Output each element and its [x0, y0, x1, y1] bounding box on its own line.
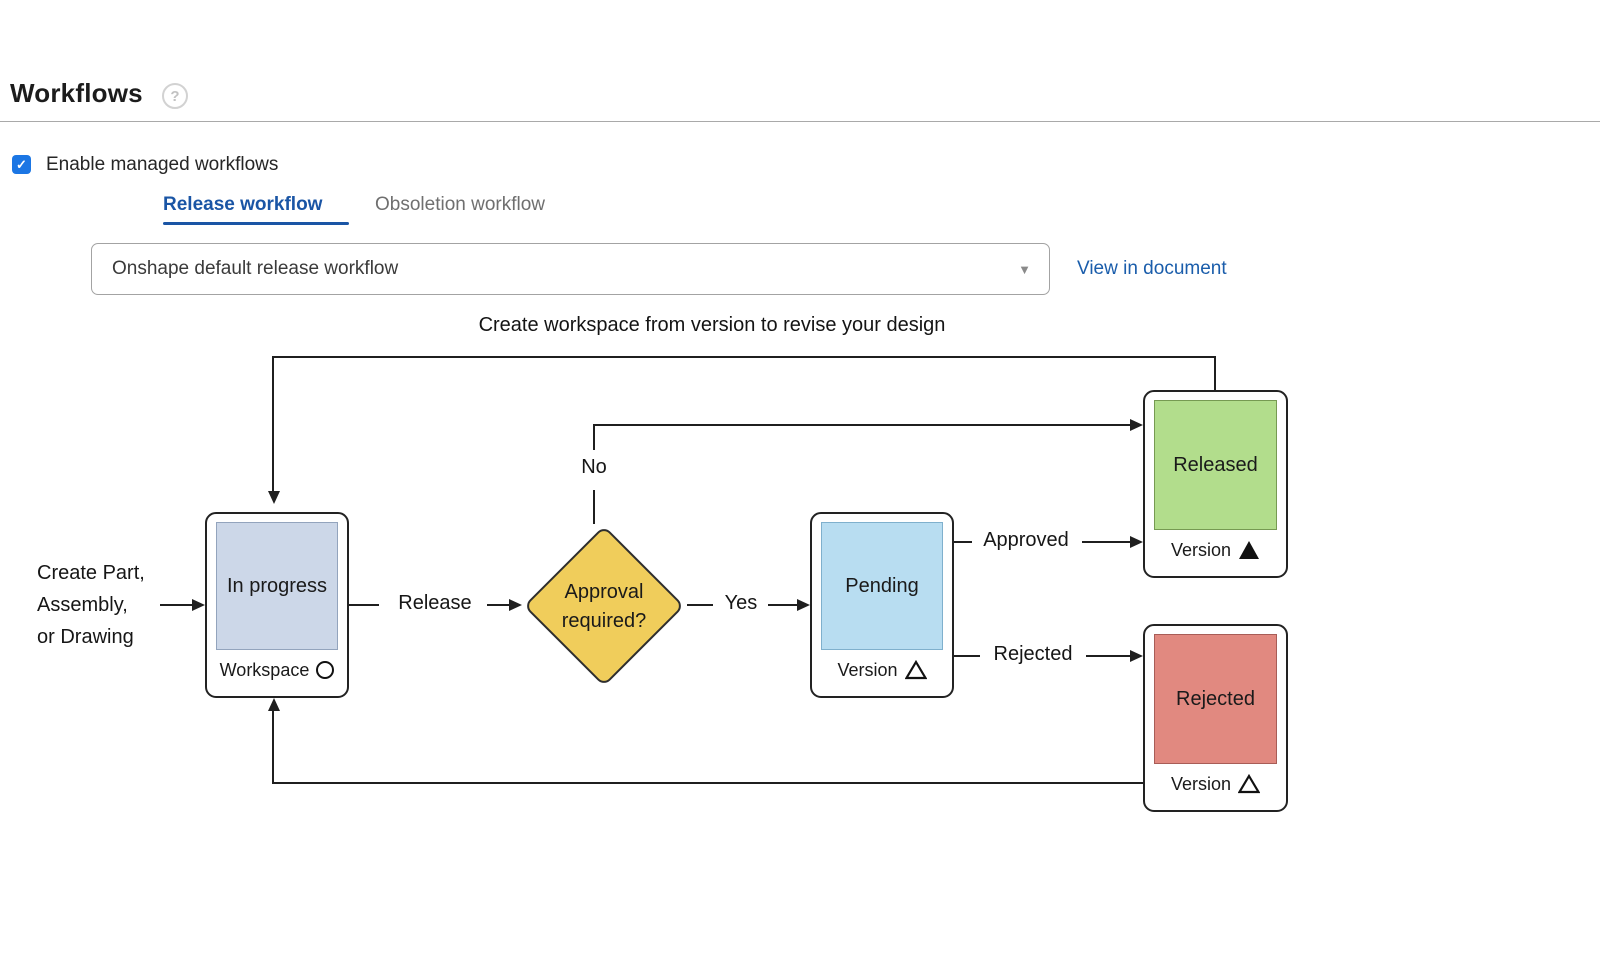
in-progress-footer: Workspace — [216, 650, 338, 690]
arrowhead-into-in-progress-left — [192, 599, 205, 611]
rejected-box: Rejected — [1154, 634, 1277, 764]
workflow-select-value: Onshape default release workflow — [112, 258, 399, 279]
edge-release-label: Release — [398, 592, 472, 614]
released-footer: Version — [1154, 530, 1277, 570]
arrowhead-into-in-progress-bottom — [268, 698, 280, 711]
workspace-label: Workspace — [219, 659, 310, 680]
edge-no-line-upper — [593, 425, 595, 450]
rejected-footer: Version — [1154, 764, 1277, 804]
start-label: Create Part, Assembly, or Drawing — [37, 557, 145, 653]
approval-label-line1: Approval — [564, 581, 644, 603]
version-triangle-outline-icon — [1238, 774, 1261, 794]
approval-label: Approval required? — [514, 578, 694, 636]
version-label: Version — [1170, 539, 1232, 560]
node-in-progress: In progress Workspace — [205, 512, 349, 698]
tab-release-underline — [163, 222, 349, 225]
version-label: Version — [1170, 773, 1232, 794]
edge-rejected-label: Rejected — [993, 643, 1073, 665]
enable-workflows-label[interactable]: Enable managed workflows — [46, 154, 279, 175]
view-in-document-link[interactable]: View in document — [1077, 258, 1227, 279]
edge-release-line2 — [487, 604, 509, 606]
edge-yes-label: Yes — [724, 592, 758, 614]
edge-no-line-horizontal — [593, 424, 1131, 426]
bottom-loop-left-line — [272, 709, 274, 782]
arrowhead-into-rejected — [1130, 650, 1143, 662]
node-released: Released Version — [1143, 390, 1288, 578]
in-progress-box: In progress — [216, 522, 338, 650]
approval-label-line2: required? — [561, 610, 647, 632]
chevron-down-icon: ▼ — [1018, 261, 1031, 277]
tab-obsoletion-workflow[interactable]: Obsoletion workflow — [375, 194, 546, 215]
arrowhead-into-pending — [797, 599, 810, 611]
edge-release-line1 — [349, 604, 379, 606]
workflow-select[interactable]: Onshape default release workflow ▼ — [91, 243, 1050, 295]
top-loop-right-line — [1214, 356, 1216, 390]
pending-box: Pending — [821, 522, 943, 650]
pending-footer: Version — [821, 650, 943, 690]
edge-approved-line2 — [1082, 541, 1130, 543]
version-triangle-outline-icon — [904, 660, 927, 680]
workspace-circle-icon — [316, 661, 335, 679]
version-triangle-filled-icon — [1239, 541, 1260, 559]
arrowhead-into-approval — [509, 599, 522, 611]
edge-no-line-lower — [593, 490, 595, 524]
node-rejected: Rejected Version — [1143, 624, 1288, 812]
start-label-line3: or Drawing — [37, 626, 134, 648]
edge-yes-line2 — [768, 604, 797, 606]
tab-release-workflow[interactable]: Release workflow — [163, 194, 323, 215]
enable-workflows-checkbox[interactable]: ✓ — [12, 155, 31, 174]
top-loop-line — [272, 356, 1216, 358]
node-pending: Pending Version — [810, 512, 954, 698]
edge-rejected-line2 — [1086, 655, 1130, 657]
page-title: Workflows — [10, 78, 143, 108]
start-arrow-line — [160, 604, 192, 606]
edge-approved-label: Approved — [983, 529, 1069, 551]
top-loop-left-line — [272, 356, 274, 491]
edge-rejected-line1 — [954, 655, 980, 657]
arrowhead-into-in-progress-top — [268, 491, 280, 504]
released-box: Released — [1154, 400, 1277, 530]
diagram-caption: Create workspace from version to revise … — [478, 314, 946, 336]
start-label-line2: Assembly, — [37, 594, 128, 616]
edge-yes-line1 — [687, 604, 713, 606]
version-label: Version — [837, 659, 898, 680]
arrowhead-into-released-top — [1130, 419, 1143, 431]
help-icon[interactable]: ? — [162, 83, 188, 109]
bottom-loop-line — [272, 782, 1143, 784]
start-label-line1: Create Part, — [37, 562, 145, 584]
edge-approved-line1 — [954, 541, 972, 543]
arrowhead-into-released-bottom — [1130, 536, 1143, 548]
edge-no-label: No — [581, 456, 607, 478]
header-divider — [0, 121, 1600, 122]
